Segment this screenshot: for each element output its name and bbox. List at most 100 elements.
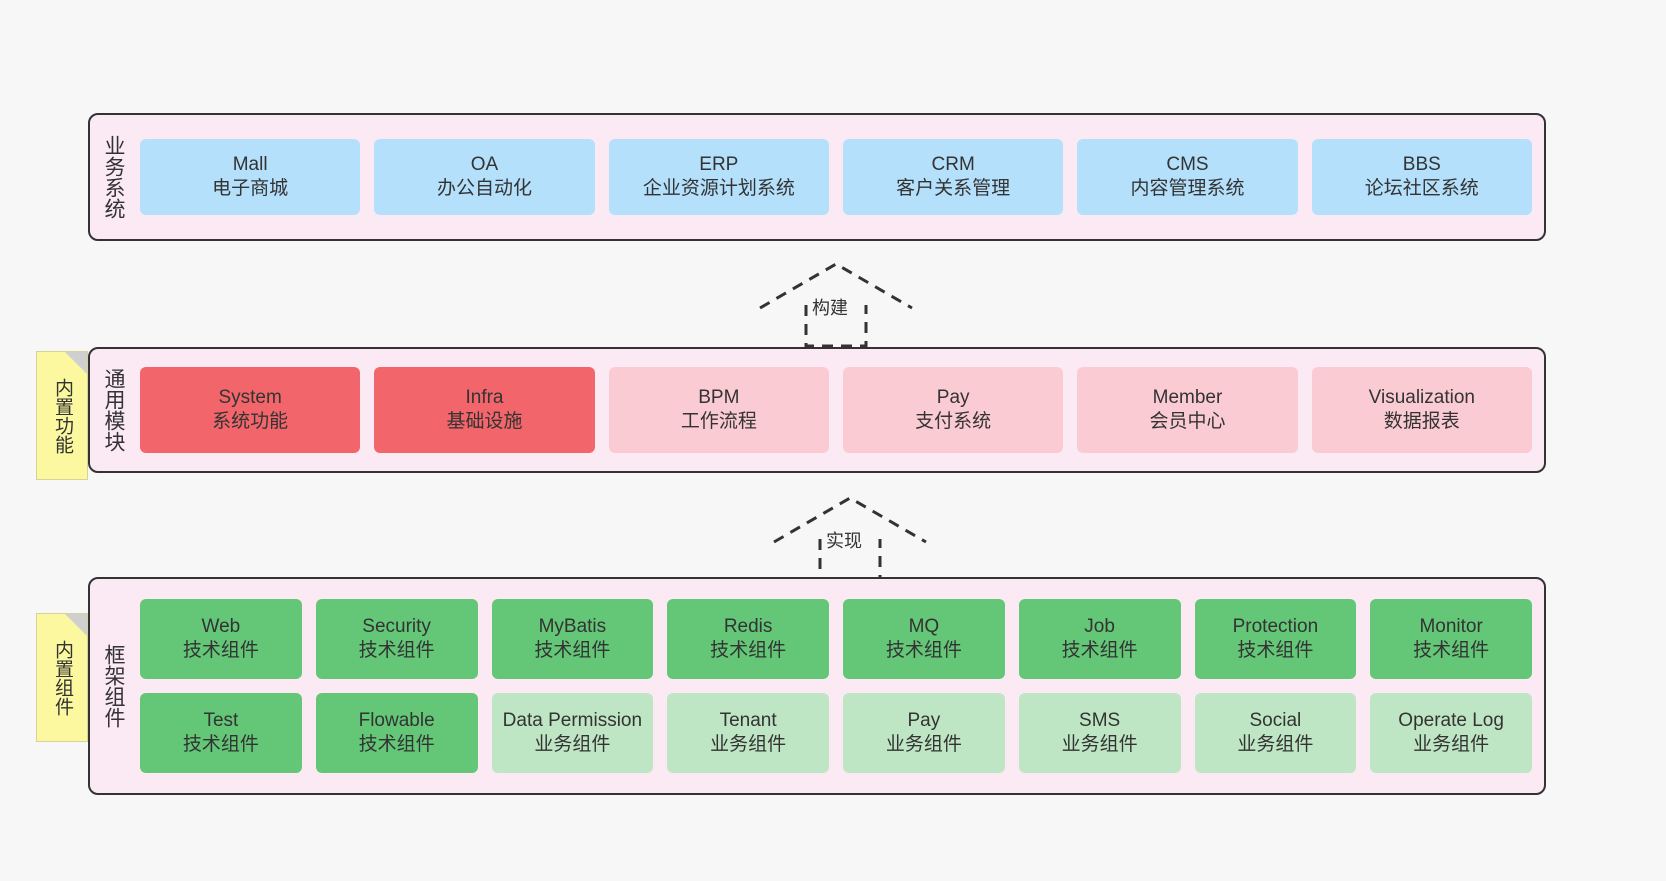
card-sms[interactable]: SMS 业务组件 — [1018, 693, 1181, 773]
card-flowable-subtitle: 技术组件 — [358, 734, 435, 755]
card-member-title: Member — [1152, 387, 1223, 409]
card-erp-subtitle: 企业资源计划系统 — [642, 178, 795, 199]
card-pay-module-title: Pay — [936, 387, 970, 409]
card-sms-subtitle: 业务组件 — [1061, 734, 1138, 755]
card-infra[interactable]: Infra 基础设施 — [374, 367, 595, 453]
card-mq[interactable]: MQ 技术组件 — [843, 599, 1005, 679]
card-data-permission-subtitle: 业务组件 — [534, 734, 611, 755]
card-tenant-title: Tenant — [719, 710, 777, 732]
card-oa-title: OA — [470, 154, 499, 176]
card-protection[interactable]: Protection 技术组件 — [1194, 599, 1357, 679]
note-builtin-components-label: 内置组件 — [51, 639, 73, 716]
framework-row-technical: Web 技术组件 Security 技术组件 MyBatis 技术组件 Redi… — [140, 599, 1532, 679]
layer-business-systems-body: Mall 电子商城 OA 办公自动化 ERP 企业资源计划系统 CRM 客户关系… — [136, 115, 1544, 239]
card-crm-subtitle: 客户关系管理 — [896, 178, 1011, 199]
card-tenant-subtitle: 业务组件 — [710, 734, 787, 755]
card-test-title: Test — [203, 710, 239, 732]
card-social[interactable]: Social 业务组件 — [1194, 693, 1357, 773]
connector-implement-label: 实现 — [826, 531, 862, 551]
layer-common-modules-title: 通用模块 — [102, 368, 126, 452]
card-security[interactable]: Security 技术组件 — [315, 599, 478, 679]
card-job[interactable]: Job 技术组件 — [1018, 599, 1181, 679]
card-mq-title: MQ — [908, 616, 940, 638]
card-data-permission[interactable]: Data Permission 业务组件 — [491, 693, 654, 773]
card-system-subtitle: 系统功能 — [212, 411, 289, 432]
card-infra-title: Infra — [465, 387, 504, 409]
layer-framework-components-title: 框架组件 — [102, 644, 126, 728]
card-cms-subtitle: 内容管理系统 — [1130, 178, 1245, 199]
note-builtin-functions-label: 内置功能 — [51, 377, 73, 454]
card-redis-title: Redis — [723, 616, 773, 638]
card-mybatis-subtitle: 技术组件 — [534, 640, 611, 661]
layer-framework-components-body: Web 技术组件 Security 技术组件 MyBatis 技术组件 Redi… — [136, 579, 1544, 793]
card-system[interactable]: System 系统功能 — [140, 367, 361, 453]
card-job-subtitle: 技术组件 — [1061, 640, 1138, 661]
card-erp-title: ERP — [699, 154, 739, 176]
card-pay-component-subtitle: 业务组件 — [885, 734, 962, 755]
card-member[interactable]: Member 会员中心 — [1077, 367, 1298, 453]
card-infra-subtitle: 基础设施 — [446, 411, 523, 432]
card-flowable-title: Flowable — [358, 710, 435, 732]
card-protection-subtitle: 技术组件 — [1237, 640, 1314, 661]
card-social-subtitle: 业务组件 — [1237, 734, 1314, 755]
card-protection-title: Protection — [1232, 616, 1319, 638]
card-pay-component[interactable]: Pay 业务组件 — [843, 693, 1005, 773]
card-system-title: System — [218, 387, 282, 409]
card-mall-subtitle: 电子商城 — [212, 178, 289, 199]
card-social-title: Social — [1249, 710, 1302, 732]
card-operate-log-subtitle: 业务组件 — [1413, 734, 1490, 755]
card-mq-subtitle: 技术组件 — [885, 640, 962, 661]
card-monitor-title: Monitor — [1419, 616, 1483, 638]
card-oa[interactable]: OA 办公自动化 — [374, 139, 595, 215]
layer-framework-components: 框架组件 Web 技术组件 Security 技术组件 MyBatis 技术组件… — [88, 577, 1546, 795]
card-bbs[interactable]: BBS 论坛社区系统 — [1311, 139, 1532, 215]
connector-build-label: 构建 — [812, 298, 848, 318]
card-cms-title: CMS — [1166, 154, 1209, 176]
card-bbs-title: BBS — [1402, 154, 1441, 176]
card-visualization-title: Visualization — [1368, 387, 1475, 409]
card-bbs-subtitle: 论坛社区系统 — [1364, 178, 1479, 199]
card-mall[interactable]: Mall 电子商城 — [140, 139, 361, 215]
card-web[interactable]: Web 技术组件 — [140, 599, 302, 679]
card-mybatis-title: MyBatis — [538, 616, 607, 638]
layer-business-systems-title: 业务系统 — [102, 135, 126, 219]
card-visualization-subtitle: 数据报表 — [1383, 411, 1460, 432]
card-mall-title: Mall — [232, 154, 268, 176]
card-oa-subtitle: 办公自动化 — [436, 178, 532, 199]
card-operate-log[interactable]: Operate Log 业务组件 — [1370, 693, 1532, 773]
card-pay-component-title: Pay — [907, 710, 941, 732]
card-visualization[interactable]: Visualization 数据报表 — [1311, 367, 1532, 453]
layer-common-modules: 通用模块 System 系统功能 Infra 基础设施 BPM 工作流程 Pay… — [88, 347, 1546, 473]
card-monitor[interactable]: Monitor 技术组件 — [1370, 599, 1532, 679]
card-security-title: Security — [362, 616, 431, 638]
card-tenant[interactable]: Tenant 业务组件 — [667, 693, 829, 773]
card-web-subtitle: 技术组件 — [182, 640, 259, 661]
card-pay-module[interactable]: Pay 支付系统 — [842, 367, 1064, 453]
card-redis[interactable]: Redis 技术组件 — [667, 599, 829, 679]
card-erp[interactable]: ERP 企业资源计划系统 — [608, 139, 829, 215]
card-bpm-subtitle: 工作流程 — [680, 411, 757, 432]
card-pay-module-subtitle: 支付系统 — [915, 411, 992, 432]
card-bpm[interactable]: BPM 工作流程 — [608, 367, 829, 453]
card-cms[interactable]: CMS 内容管理系统 — [1077, 139, 1298, 215]
card-test-subtitle: 技术组件 — [182, 734, 259, 755]
card-security-subtitle: 技术组件 — [358, 640, 435, 661]
card-job-title: Job — [1084, 616, 1115, 638]
card-operate-log-title: Operate Log — [1398, 710, 1504, 732]
layer-business-systems: 业务系统 Mall 电子商城 OA 办公自动化 ERP 企业资源计划系统 CRM… — [88, 113, 1546, 241]
note-builtin-components: 内置组件 — [36, 613, 88, 742]
framework-row-business: Test 技术组件 Flowable 技术组件 Data Permission … — [140, 693, 1532, 773]
card-mybatis[interactable]: MyBatis 技术组件 — [491, 599, 654, 679]
card-crm-title: CRM — [931, 154, 975, 176]
card-flowable[interactable]: Flowable 技术组件 — [315, 693, 478, 773]
card-sms-title: SMS — [1079, 710, 1121, 732]
card-member-subtitle: 会员中心 — [1149, 411, 1226, 432]
layer-common-modules-body: System 系统功能 Infra 基础设施 BPM 工作流程 Pay 支付系统… — [136, 349, 1544, 471]
card-bpm-title: BPM — [698, 387, 740, 409]
card-data-permission-title: Data Permission — [502, 710, 643, 732]
card-redis-subtitle: 技术组件 — [710, 640, 787, 661]
card-test[interactable]: Test 技术组件 — [140, 693, 302, 773]
card-web-title: Web — [201, 616, 241, 638]
card-crm[interactable]: CRM 客户关系管理 — [842, 139, 1064, 215]
